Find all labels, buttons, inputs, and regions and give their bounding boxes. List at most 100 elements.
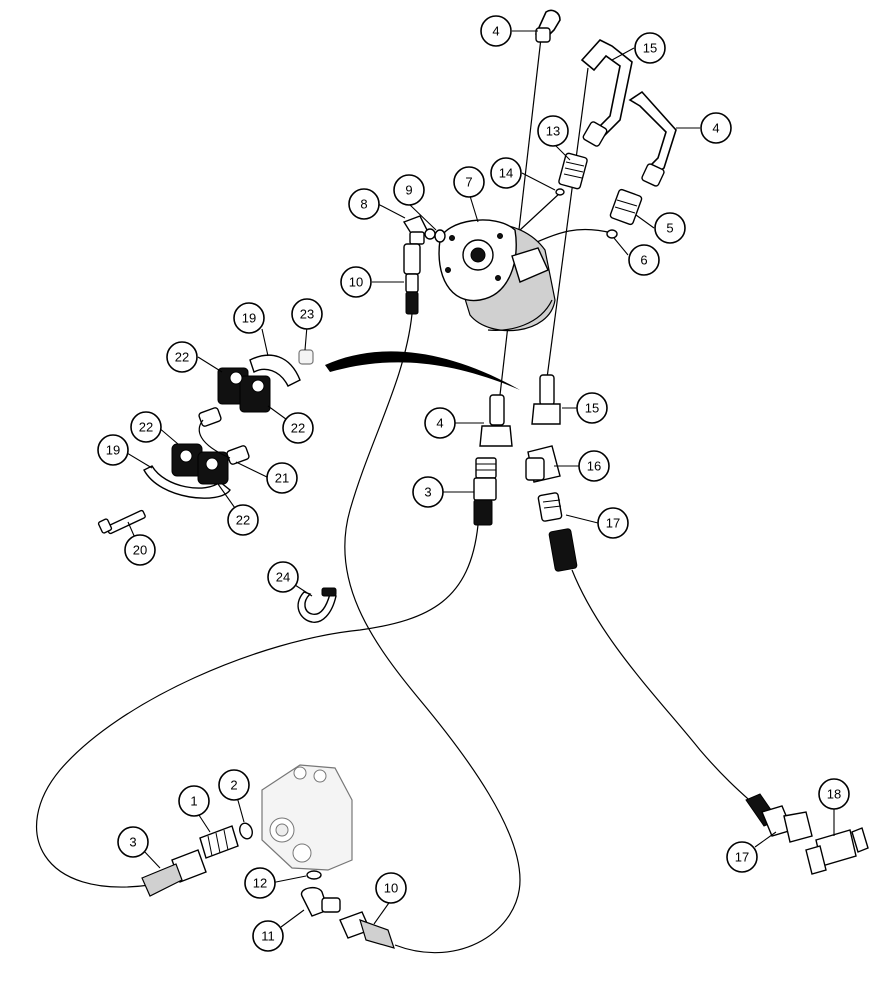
tee-18 [805, 827, 869, 875]
svg-text:24: 24 [276, 570, 290, 585]
svg-text:19: 19 [106, 443, 120, 458]
callout-17-bottom: 17 [726, 841, 758, 873]
oring-12 [306, 870, 322, 880]
elbow-11 [300, 886, 341, 917]
callout-17-mid: 17 [597, 507, 629, 539]
callout-3-mid: 3 [412, 476, 444, 508]
callout-16: 16 [578, 450, 610, 482]
svg-text:11: 11 [261, 929, 275, 944]
callout-12: 12 [244, 867, 276, 899]
valve-block [261, 764, 353, 871]
fitting-5 [609, 188, 643, 226]
plate-21 [198, 407, 250, 465]
svg-text:22: 22 [236, 513, 250, 528]
steering-motor-7 [438, 219, 556, 332]
hose-upper-10 [344, 313, 521, 954]
fitting-15-mid [531, 374, 561, 425]
callout-1: 1 [178, 785, 210, 817]
svg-text:9: 9 [405, 183, 412, 198]
callout-7: 7 [453, 166, 485, 198]
callout-10-bottom: 10 [375, 872, 407, 904]
fitting-3-bottom [141, 849, 207, 897]
svg-text:14: 14 [499, 166, 513, 181]
svg-text:23: 23 [300, 307, 314, 322]
callout-18: 18 [818, 778, 850, 810]
callout-22-upper-right: 22 [282, 412, 314, 444]
svg-text:3: 3 [129, 835, 136, 850]
assembly-arrow [325, 351, 520, 390]
oring-9 [434, 229, 446, 243]
svg-text:10: 10 [384, 881, 398, 896]
svg-text:5: 5 [666, 221, 673, 236]
fitting-17-bottom [745, 793, 813, 843]
callout-22-upper-left: 22 [166, 341, 198, 373]
callout-23: 23 [291, 298, 323, 330]
callout-19-lower: 19 [97, 434, 129, 466]
svg-text:15: 15 [643, 41, 657, 56]
callout-5: 5 [654, 212, 686, 244]
callout-4-mid: 4 [424, 407, 456, 439]
tube-4-line [499, 37, 542, 396]
callout-4-right: 4 [700, 112, 732, 144]
callout-14: 14 [490, 157, 522, 189]
callout-15-top: 15 [634, 32, 666, 64]
callout-13: 13 [537, 115, 569, 147]
callout-15-mid: 15 [576, 392, 608, 424]
elbow-8 [402, 215, 436, 245]
callout-20: 20 [124, 534, 156, 566]
oring-14 [555, 188, 565, 196]
callout-19-upper: 19 [233, 302, 265, 334]
svg-text:13: 13 [546, 124, 560, 139]
svg-text:21: 21 [275, 471, 289, 486]
svg-text:4: 4 [712, 121, 719, 136]
callout-4-top: 4 [480, 15, 512, 47]
callout-22-lower-left: 22 [130, 411, 162, 443]
oring-14-line [519, 192, 561, 231]
svg-text:1: 1 [190, 794, 197, 809]
svg-text:10: 10 [349, 275, 363, 290]
hose-lines [36, 37, 759, 954]
svg-text:16: 16 [587, 459, 601, 474]
tube-4-right [628, 90, 677, 187]
svg-text:22: 22 [139, 420, 153, 435]
tube-15-top [580, 39, 633, 147]
svg-text:22: 22 [175, 350, 189, 365]
svg-text:18: 18 [827, 787, 841, 802]
hose-17 [571, 569, 759, 809]
fitting-4-mid [479, 394, 513, 447]
callout-22-lower-right: 22 [227, 504, 259, 536]
callout-9: 9 [393, 174, 425, 206]
tube-4-top [535, 9, 561, 43]
svg-text:4: 4 [492, 24, 499, 39]
oring-2 [239, 822, 253, 840]
tube-15-line [546, 67, 589, 379]
svg-text:17: 17 [606, 516, 620, 531]
svg-text:6: 6 [640, 253, 647, 268]
fitting-13 [558, 152, 588, 190]
fitting-10-bottom [339, 911, 395, 949]
svg-text:15: 15 [585, 401, 599, 416]
callout-10-top: 10 [340, 266, 372, 298]
oring-6 [606, 229, 618, 239]
adapter-1 [199, 825, 239, 859]
fitting-10-top [403, 243, 421, 315]
fitting-3-mid [473, 457, 497, 526]
elbow-16 [525, 445, 561, 483]
svg-text:19: 19 [242, 311, 256, 326]
clamp-assembly-lower [97, 443, 231, 535]
callout-11: 11 [252, 920, 284, 952]
callout-6: 6 [628, 244, 660, 276]
hose-middle-3 [36, 524, 479, 888]
svg-text:3: 3 [424, 485, 431, 500]
svg-text:20: 20 [133, 543, 147, 558]
svg-text:22: 22 [291, 421, 305, 436]
callout-3-bottom: 3 [117, 826, 149, 858]
svg-text:2: 2 [230, 778, 237, 793]
svg-text:8: 8 [360, 197, 367, 212]
svg-text:7: 7 [465, 175, 472, 190]
strap-24 [297, 587, 337, 623]
callout-2: 2 [218, 769, 250, 801]
svg-text:17: 17 [735, 850, 749, 865]
callout-24: 24 [267, 561, 299, 593]
